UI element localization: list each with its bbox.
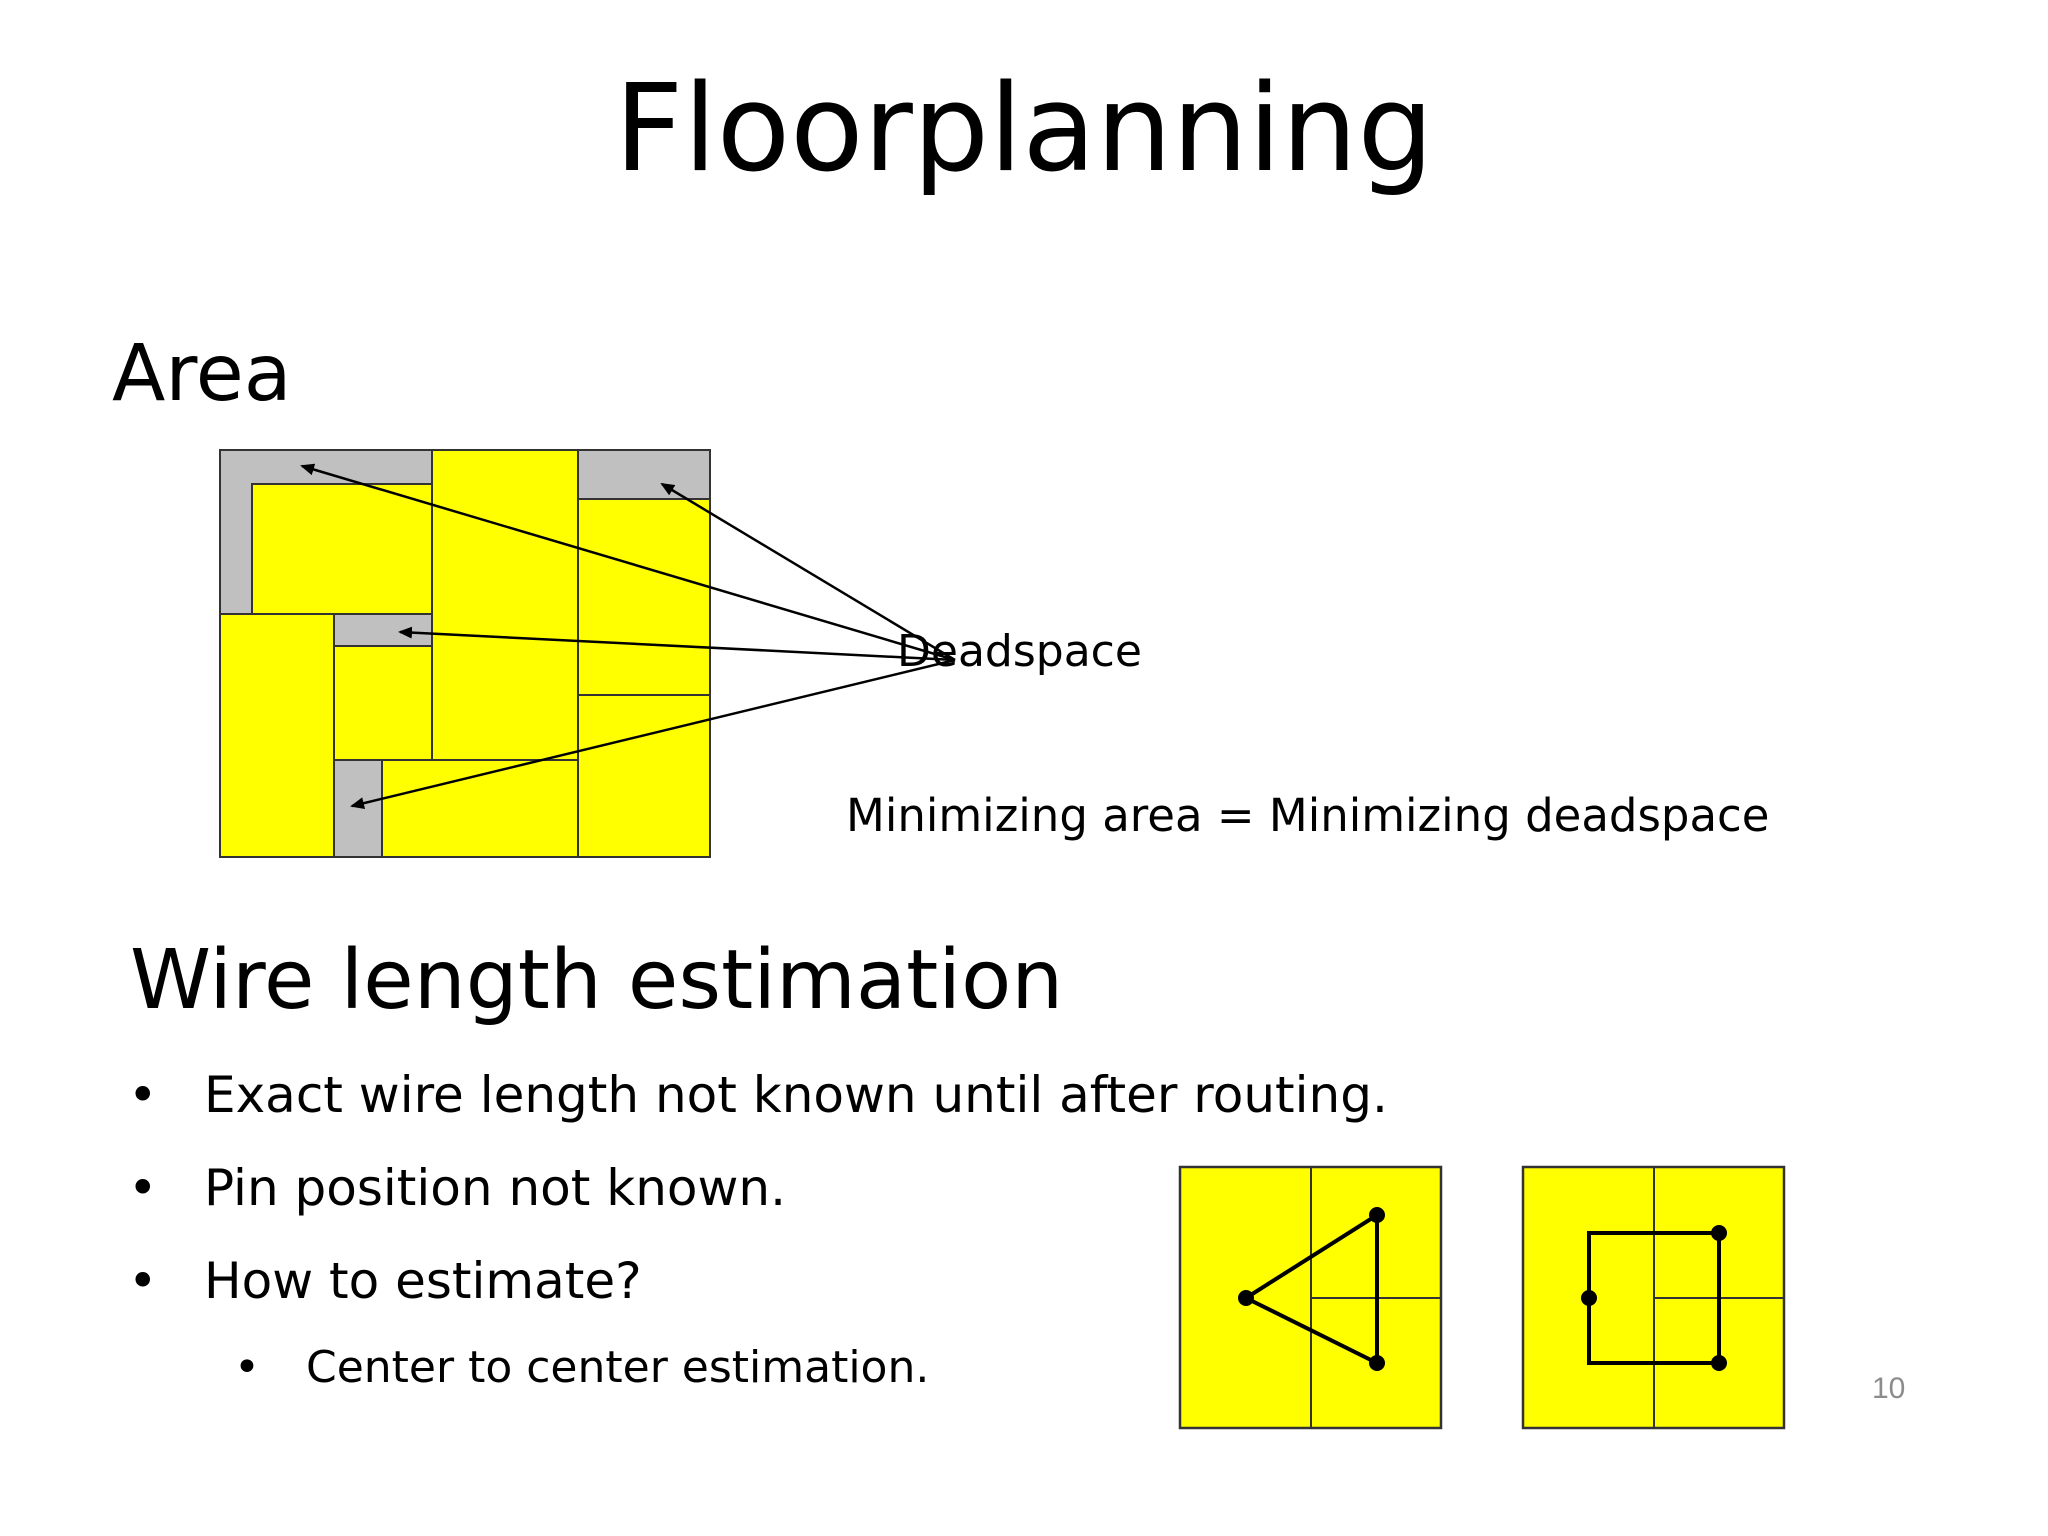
bullet-text: Exact wire length not known until after …	[204, 1066, 1388, 1124]
module-block	[219, 613, 335, 858]
area-caption: Minimizing area = Minimizing deadspace	[846, 789, 1770, 842]
module-block	[577, 498, 711, 696]
slide-title: Floorplanning	[614, 60, 1434, 199]
floorplan-outline	[219, 449, 711, 858]
deadspace-block	[333, 759, 383, 858]
module-block	[431, 449, 579, 761]
sub-bullet-text: Center to center estimation.	[306, 1342, 930, 1393]
bullet-glyph: •	[128, 1066, 158, 1124]
wire-length-heading: Wire length estimation	[130, 933, 1064, 1028]
bullet-glyph: •	[128, 1159, 158, 1217]
module-block	[333, 645, 433, 761]
bullet-text: How to estimate?	[204, 1252, 642, 1310]
deadspace-block	[333, 613, 433, 647]
deadspace-arrow	[660, 482, 956, 662]
deadspace-arrow	[300, 463, 956, 662]
sub-bullet-item: • Center to center estimation.	[234, 1346, 1134, 1401]
page-number: 10	[1872, 1372, 1906, 1405]
sub-bullet-glyph: •	[234, 1342, 260, 1393]
area-heading: Area	[112, 329, 292, 419]
wire-estimate-triangle	[1178, 1165, 1443, 1430]
module-block	[577, 694, 711, 858]
bullet-item: • How to estimate?	[128, 1256, 1128, 1316]
deadspace-block	[577, 449, 711, 500]
wire-estimate-rectangle	[1521, 1165, 1786, 1430]
bullet-text: Pin position not known.	[204, 1159, 786, 1217]
deadspace-arrow	[350, 658, 956, 810]
deadspace-label: Deadspace	[897, 626, 1142, 677]
deadspace-arrow	[398, 626, 956, 662]
bullet-item: • Pin position not known.	[128, 1163, 1128, 1223]
module-block	[251, 483, 433, 615]
bullet-glyph: •	[128, 1252, 158, 1310]
bullet-item: • Exact wire length not known until afte…	[128, 1070, 1428, 1130]
